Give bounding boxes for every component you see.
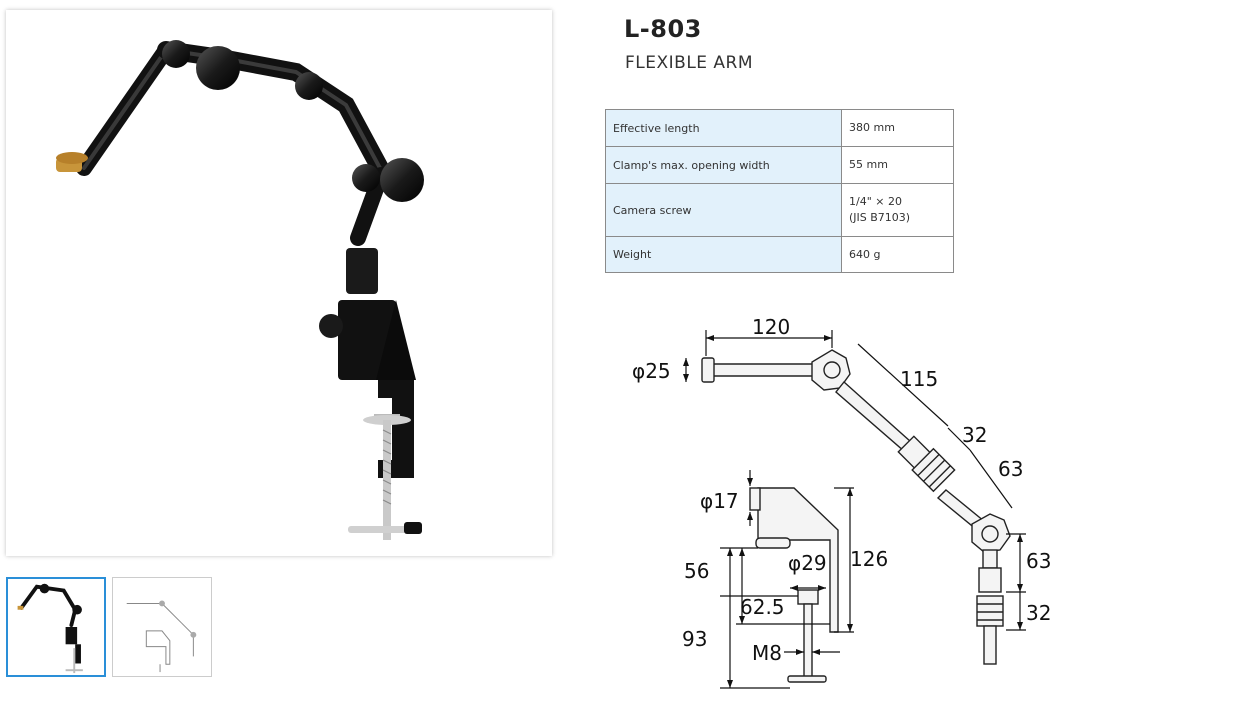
spec-label: Weight xyxy=(605,236,842,273)
thumbnail-gallery xyxy=(6,577,212,677)
main-product-image xyxy=(6,10,552,556)
thumbnail-photo-image xyxy=(17,583,83,674)
thumbnail-dimension-drawing[interactable] xyxy=(112,577,212,677)
spec-row-weight: Weight 640 g xyxy=(605,236,954,273)
spec-value: 640 g xyxy=(841,236,954,273)
spec-value: 1/4" × 20 (JIS B7103) xyxy=(841,183,954,237)
spec-row-clamp-opening: Clamp's max. opening width 55 mm xyxy=(605,146,954,184)
dim-label-63b: 63 xyxy=(1026,549,1051,573)
dim-label-32b: 32 xyxy=(1026,601,1051,625)
spec-table: Effective length 380 mm Clamp's max. ope… xyxy=(605,109,954,273)
product-name-subtitle: FLEXIBLE ARM xyxy=(625,53,754,73)
dimension-drawing: 120 φ25 115 32 63 63 32 φ17 φ29 56 126 6… xyxy=(620,300,1080,695)
flexible-arm-photo xyxy=(56,40,424,540)
thumbnail-drawing-image xyxy=(126,600,197,673)
dim-label-phi17: φ17 xyxy=(700,489,739,513)
dim-label-m8: M8 xyxy=(752,641,782,665)
spec-value-line1: 1/4" × 20 xyxy=(849,195,902,208)
spec-row-effective-length: Effective length 380 mm xyxy=(605,109,954,147)
spec-label: Camera screw xyxy=(605,183,842,237)
dim-label-62-5: 62.5 xyxy=(740,595,785,619)
spec-value: 380 mm xyxy=(841,109,954,147)
dim-label-phi29: φ29 xyxy=(788,551,827,575)
dim-label-120: 120 xyxy=(752,315,790,339)
spec-label: Effective length xyxy=(605,109,842,147)
dim-label-32a: 32 xyxy=(962,423,987,447)
dim-label-56: 56 xyxy=(684,559,709,583)
dim-label-63a: 63 xyxy=(998,457,1023,481)
dim-label-126: 126 xyxy=(850,547,888,571)
spec-label: Clamp's max. opening width xyxy=(605,146,842,184)
spec-value: 55 mm xyxy=(841,146,954,184)
dimension-drawing-svg: 120 φ25 115 32 63 63 32 φ17 φ29 56 126 6… xyxy=(632,315,1051,689)
dim-label-115: 115 xyxy=(900,367,938,391)
spec-row-camera-screw: Camera screw 1/4" × 20 (JIS B7103) xyxy=(605,183,954,237)
spec-value-line2: (JIS B7103) xyxy=(849,211,911,224)
thumbnail-product-photo[interactable] xyxy=(6,577,106,677)
dim-label-93: 93 xyxy=(682,627,707,651)
product-model-title: L-803 xyxy=(624,15,702,43)
dim-label-phi25: φ25 xyxy=(632,359,671,383)
